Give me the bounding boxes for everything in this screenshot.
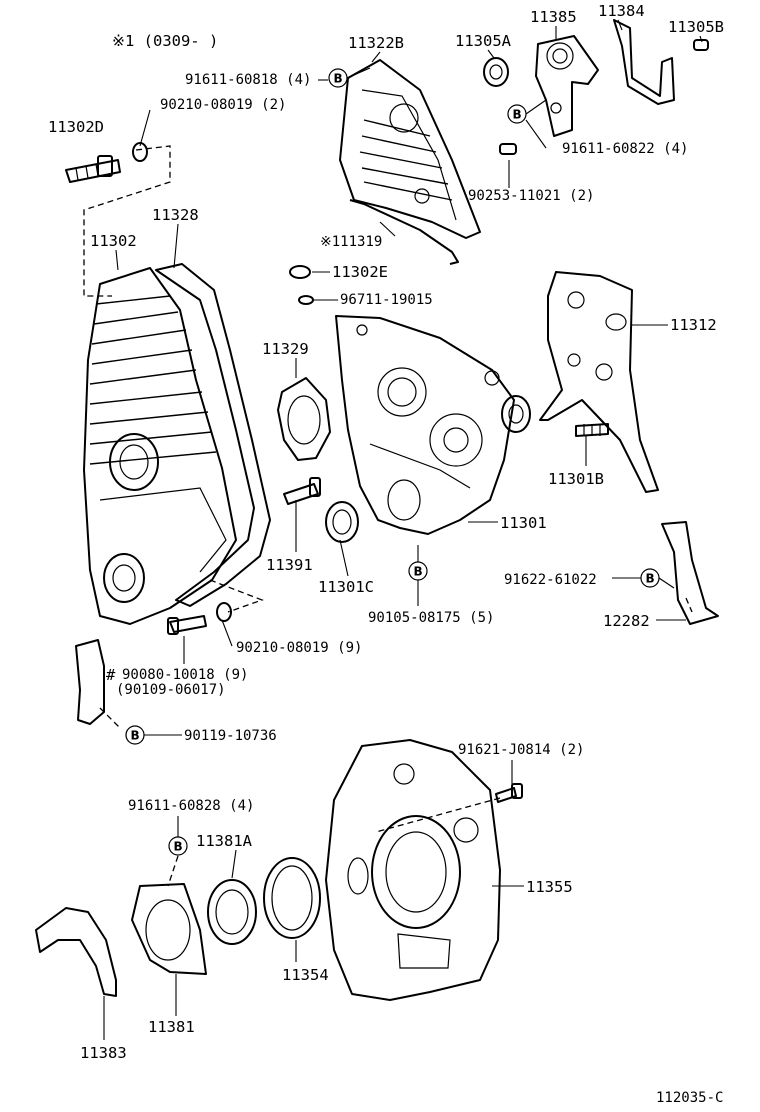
label-11302: 11302 bbox=[90, 232, 137, 250]
label-111319: ※111319 bbox=[320, 234, 382, 250]
part-11301b-stud bbox=[575, 423, 609, 437]
part-11301c-oil-seal bbox=[325, 501, 359, 543]
header-note: ※1 (0309- ) bbox=[112, 32, 218, 50]
part-91621-bolt bbox=[495, 783, 523, 803]
label-11391: 11391 bbox=[266, 556, 313, 574]
part-11381a-seal bbox=[207, 879, 257, 945]
part-90119-bracket bbox=[75, 639, 105, 725]
callout-b-90105-08175: B bbox=[408, 561, 428, 581]
label-96711-19015: 96711-19015 bbox=[340, 292, 433, 308]
label-90253-11021: 90253-11021 (2) bbox=[468, 188, 594, 204]
label-11385: 11385 bbox=[530, 8, 577, 26]
label-90105-08175: 90105-08175 (5) bbox=[368, 610, 494, 626]
part-11355-end-plate bbox=[325, 739, 501, 1001]
part-11384-bracket bbox=[613, 19, 675, 105]
part-90080-bolt bbox=[167, 615, 207, 635]
label-11301: 11301 bbox=[500, 514, 547, 532]
label-90109-06017: (90109-06017) bbox=[116, 682, 226, 698]
part-90210-washer-9 bbox=[216, 602, 232, 622]
label-90210-08019-2: 90210-08019 (2) bbox=[160, 97, 286, 113]
part-11328-gasket bbox=[155, 263, 271, 607]
label-11302D: 11302D bbox=[48, 118, 104, 136]
part-96711-oring bbox=[298, 295, 314, 305]
svg-text:B: B bbox=[174, 840, 183, 854]
part-11305a-seal bbox=[483, 57, 509, 87]
part-11391-sensor bbox=[283, 477, 321, 505]
label-91611-60822: 91611-60822 (4) bbox=[562, 141, 688, 157]
part-11305b-pin bbox=[693, 39, 709, 51]
callout-b-91611-60818: B bbox=[328, 68, 348, 88]
label-11383: 11383 bbox=[80, 1044, 127, 1062]
part-11301-gear-case bbox=[335, 315, 531, 535]
label-90080-10018: 90080-10018 (9) bbox=[122, 667, 248, 683]
label-11328: 11328 bbox=[152, 206, 199, 224]
label-11381A: 11381A bbox=[196, 832, 253, 850]
svg-text:B: B bbox=[513, 108, 522, 122]
part-111319-wire bbox=[349, 199, 459, 265]
label-11355: 11355 bbox=[526, 878, 573, 896]
part-11329-gasket bbox=[277, 377, 331, 461]
part-11381-retainer bbox=[131, 883, 207, 975]
label-11354: 11354 bbox=[282, 966, 329, 984]
label-11322B: 11322B bbox=[348, 34, 404, 52]
label-90210-08019-9: 90210-08019 (9) bbox=[236, 640, 362, 656]
label-91611-60818: 91611-60818 (4) bbox=[185, 72, 311, 88]
part-11312-gasket bbox=[539, 271, 659, 493]
label-12282: 12282 bbox=[603, 612, 650, 630]
part-11385-housing bbox=[535, 35, 599, 137]
label-11384: 11384 bbox=[598, 2, 645, 20]
dashed-guides bbox=[83, 145, 693, 887]
label-91611-60828: 91611-60828 (4) bbox=[128, 798, 254, 814]
figure-code: 112035-C bbox=[656, 1090, 723, 1106]
label-11301C: 11301C bbox=[318, 578, 374, 596]
callout-b-91611-60828: B bbox=[168, 836, 188, 856]
part-90210-washer-2 bbox=[132, 142, 148, 162]
callout-b-90119-10736: B bbox=[125, 725, 145, 745]
callout-b-91622-61022: B bbox=[640, 568, 660, 588]
label-91621-J0814: 91621-J0814 (2) bbox=[458, 742, 584, 758]
label-11381: 11381 bbox=[148, 1018, 195, 1036]
part-11322b-upper-cover bbox=[339, 59, 481, 239]
part-11302d-stud bbox=[65, 155, 121, 183]
label-90119-10736: 90119-10736 bbox=[184, 728, 277, 744]
callout-b-91611-60822: B bbox=[507, 104, 527, 124]
part-12282-bracket bbox=[661, 521, 719, 625]
label-11305B: 11305B bbox=[668, 18, 724, 36]
part-11354-oil-seal bbox=[263, 857, 321, 939]
part-11383-gasket bbox=[35, 907, 117, 997]
leader-lines bbox=[103, 19, 703, 1040]
svg-text:B: B bbox=[414, 565, 423, 579]
label-hash-mark: # bbox=[106, 666, 116, 684]
svg-text:B: B bbox=[131, 729, 140, 743]
svg-text:B: B bbox=[646, 572, 655, 586]
part-90253-dowel bbox=[499, 143, 517, 155]
label-91622-61022: 91622-61022 bbox=[504, 572, 597, 588]
part-11302e-cap bbox=[289, 265, 311, 279]
part-11302-lower-cover bbox=[83, 267, 237, 625]
label-11301B: 11301B bbox=[548, 470, 604, 488]
label-11312: 11312 bbox=[670, 316, 717, 334]
label-11329: 11329 bbox=[262, 340, 309, 358]
svg-text:B: B bbox=[334, 72, 343, 86]
label-11302E: 11302E bbox=[332, 263, 388, 281]
label-11305A: 11305A bbox=[455, 32, 512, 50]
